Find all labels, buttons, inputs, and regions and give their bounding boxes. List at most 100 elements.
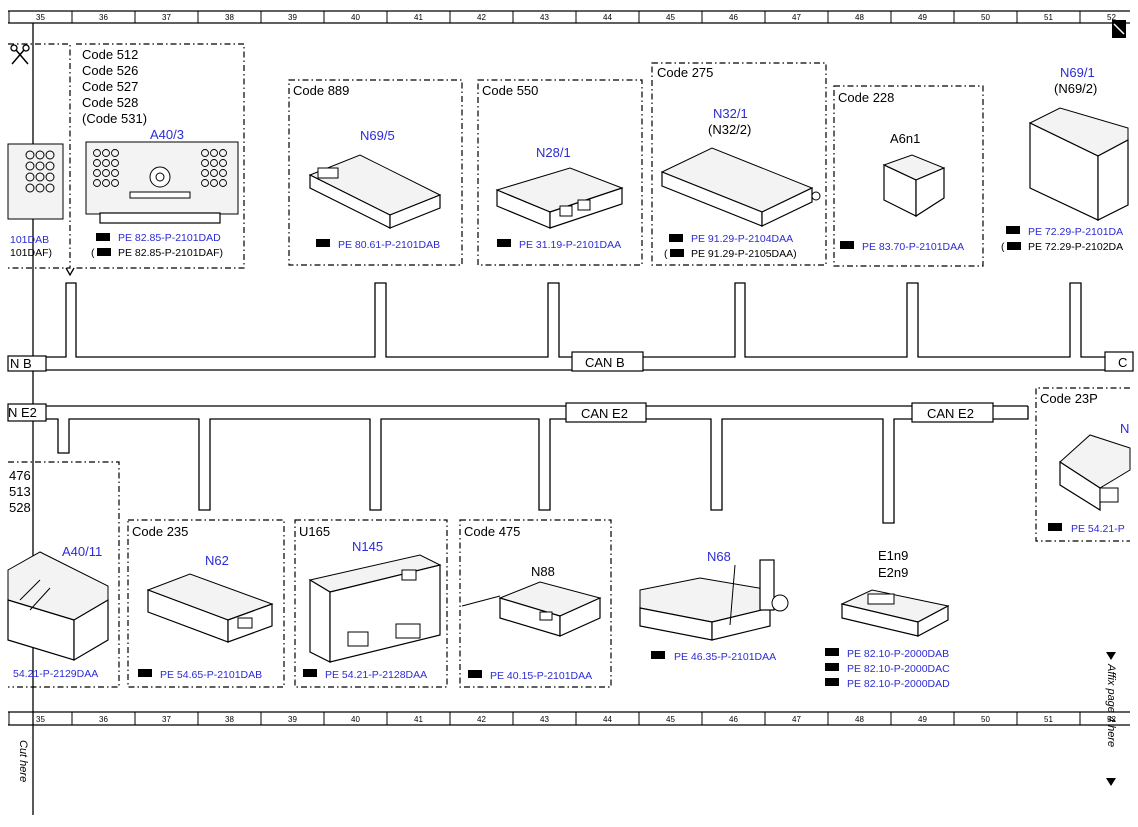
scissors-icon	[10, 44, 30, 65]
n69-1-label[interactable]: N69/1	[1060, 65, 1095, 80]
ruler-label: 35	[36, 13, 45, 22]
e1n9-ref-2[interactable]: PE 82.10-P-2000DAC	[847, 663, 950, 675]
code-23p-label[interactable]: N	[1120, 421, 1129, 436]
can-b-label-mid: CAN B	[585, 355, 625, 370]
ruler-label: 51	[1044, 715, 1053, 724]
ref-hand-icon	[1048, 523, 1062, 531]
n62-ref[interactable]: PE 54.65-P-2101DAB	[160, 669, 262, 681]
e1n9-ref-3[interactable]: PE 82.10-P-2000DAD	[847, 678, 950, 690]
ruler-label: 45	[666, 715, 675, 724]
module-n68: N68 PE 46.35-P-2101DAA	[639, 549, 789, 663]
n88-ref[interactable]: PE 40.15-P-2101DAA	[490, 670, 592, 682]
code-23p-code: Code 23P	[1040, 391, 1098, 406]
n145-code: U165	[299, 524, 330, 539]
n145-label[interactable]: N145	[352, 539, 383, 554]
a40-3-code-5: (Code 531)	[82, 111, 147, 126]
ruler-label: 43	[540, 715, 549, 724]
a6n1-code: Code 228	[838, 90, 894, 105]
n69-5-label[interactable]: N69/5	[360, 128, 395, 143]
code-23p-ref[interactable]: PE 54.21-P	[1071, 523, 1125, 535]
n69-1-ref-1[interactable]: PE 72.29-P-2101DA	[1028, 226, 1123, 238]
n145-ref[interactable]: PE 54.21-P-2128DAA	[325, 669, 427, 681]
a40-11-ref[interactable]: 54.21-P-2129DAA	[13, 668, 98, 680]
can-e2-tag-left	[7, 403, 47, 422]
ruler-label: 49	[918, 715, 927, 724]
ruler-label: 41	[414, 715, 423, 724]
a40-11-code-1: 476	[9, 468, 31, 483]
a6n1-label[interactable]: A6n1	[890, 131, 920, 146]
partial-ref-2: 101DAF)	[10, 247, 52, 259]
a40-3-label[interactable]: A40/3	[150, 127, 184, 142]
n88-code: Code 475	[464, 524, 520, 539]
a40-3-code-3: Code 527	[82, 79, 138, 94]
ruler-label: 46	[729, 13, 738, 22]
n68-ref[interactable]: PE 46.35-P-2101DAA	[674, 651, 776, 663]
ref-hand-icon	[316, 239, 330, 247]
n68-illustration	[639, 559, 789, 641]
can-b-tag-mid	[571, 351, 644, 372]
n68-label[interactable]: N68	[707, 549, 731, 564]
ref-hand-icon	[138, 669, 152, 677]
ruler-label: 43	[540, 13, 549, 22]
ref-hand-icon	[96, 233, 110, 241]
n69-5-ref[interactable]: PE 80.61-P-2101DAB	[338, 239, 440, 251]
can-b-tag-left	[7, 355, 47, 372]
module-n145: U165 N145 PE 54.21-P-2128DAA	[294, 519, 448, 688]
n145-illustration	[308, 554, 442, 663]
ruler-label: 45	[666, 13, 675, 22]
module-n28-1: Code 550 N28/1 PE 31.19-P-2101DAA	[477, 79, 643, 266]
e1n9-label[interactable]: E1n9	[878, 548, 908, 563]
a40-3-code-2: Code 526	[82, 63, 138, 78]
n28-1-illustration	[495, 167, 624, 229]
n28-1-label[interactable]: N28/1	[536, 145, 571, 160]
can-e2-label-left: N E2	[8, 405, 37, 420]
module-a40-3: Code 512 Code 526 Code 527 Code 528 (Cod…	[76, 43, 245, 269]
n32-1-ref-1[interactable]: PE 91.29-P-2104DAA	[691, 233, 793, 245]
n32-1-ref-2: PE 91.29-P-2105DAA)	[691, 248, 797, 260]
ruler-label: 35	[36, 715, 45, 724]
ruler-label: 44	[603, 715, 612, 724]
a6n1-ref[interactable]: PE 83.70-P-2101DAA	[862, 241, 964, 253]
head-unit-illustration	[85, 141, 239, 224]
ref-hand-icon	[303, 669, 317, 677]
e1n9-ref-1[interactable]: PE 82.10-P-2000DAB	[847, 648, 949, 660]
radio-unit-partial-illustration	[7, 143, 64, 220]
module-partial-left: 101DAB 101DAF)	[7, 43, 71, 269]
can-e2-bus: N E2 CAN E2 CAN E2	[7, 402, 1029, 524]
ruler-label: 40	[351, 13, 360, 22]
ruler-label: 36	[99, 715, 108, 724]
ruler-label: 52	[1107, 13, 1116, 22]
ref-hand-icon	[825, 678, 839, 686]
ref-hand-icon	[1006, 226, 1020, 234]
ruler-label: 38	[225, 13, 234, 22]
a40-11-label[interactable]: A40/11	[62, 544, 102, 559]
module-n69-1: N69/1 (N69/2) PE 72.29-P-2101DA ( PE 72.…	[1001, 65, 1129, 253]
partial-ref-1[interactable]: 101DAB	[10, 234, 49, 246]
svg-text:(: (	[1001, 241, 1005, 253]
a6n1-illustration	[882, 154, 946, 218]
n62-illustration	[146, 573, 274, 643]
n88-label[interactable]: N88	[531, 564, 555, 579]
n28-1-ref[interactable]: PE 31.19-P-2101DAA	[519, 239, 621, 251]
svg-text:(: (	[664, 248, 668, 260]
module-e1n9: E1n9 E2n9 PE 82.10-P-2000DAB PE 82.10-P-…	[825, 548, 950, 690]
can-b-label-right: C	[1118, 355, 1127, 370]
ref-hand-icon	[497, 239, 511, 247]
ruler-label: 39	[288, 715, 297, 724]
n62-label[interactable]: N62	[205, 553, 229, 568]
a40-11-code-3: 528	[9, 500, 31, 515]
module-n88: Code 475 N88 PE 40.15-P-2101DAA	[459, 519, 612, 688]
n32-1-label[interactable]: N32/1	[713, 106, 748, 121]
e2n9-label[interactable]: E2n9	[878, 565, 908, 580]
ruler-label: 40	[351, 715, 360, 724]
n28-1-code: Code 550	[482, 83, 538, 98]
a40-3-ref-1[interactable]: PE 82.85-P-2101DAD	[118, 232, 221, 244]
n88-illustration	[461, 581, 602, 637]
can-b-bus: N B CAN B C	[7, 282, 1134, 372]
ruler-label: 52	[1107, 715, 1116, 724]
module-code-23p: Code 23P N PE 54.21-P	[1035, 387, 1131, 542]
n69-5-code: Code 889	[293, 83, 349, 98]
can-e2-label-right: CAN E2	[927, 406, 974, 421]
